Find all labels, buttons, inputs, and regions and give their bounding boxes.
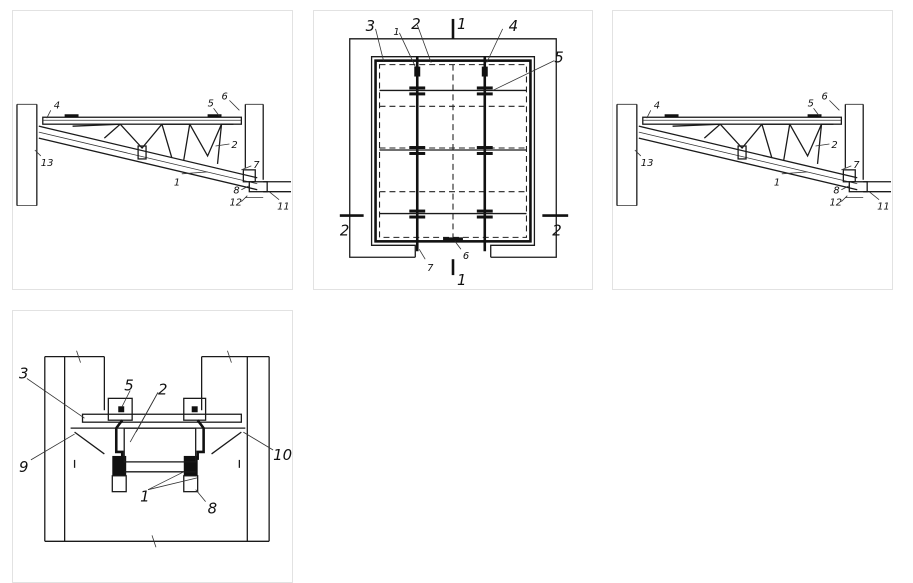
- right-wall: [844, 103, 864, 180]
- right-wall: [244, 103, 264, 180]
- top-platform: [642, 114, 843, 125]
- label-3: 3: [19, 365, 28, 383]
- section-mark-1-bottom: 1: [457, 271, 466, 289]
- label-7: 7: [853, 160, 860, 171]
- truss: [72, 123, 234, 164]
- plan-view-panel: 3 1 2 4 5 6 7 1 1 2 2: [313, 10, 593, 290]
- plan-view-drawing: 3 1 2 4 5 6 7 1 1 2 2: [339, 15, 569, 289]
- label-2: 2: [411, 15, 420, 33]
- label-13: 13: [641, 158, 654, 169]
- hanging-beams: [107, 397, 207, 493]
- leaders: [26, 378, 274, 502]
- label-1: 1: [140, 488, 149, 506]
- label-5: 5: [124, 376, 133, 394]
- label-8: 8: [833, 186, 839, 197]
- support-blocks: [842, 169, 892, 199]
- support-blocks: [242, 169, 292, 199]
- inclined-beam: [638, 125, 858, 191]
- section-mark-1-top: 1: [457, 15, 466, 33]
- label-5: 5: [554, 49, 563, 67]
- callouts: 4 5 6 2 7 1 8 12 11 13: [41, 91, 290, 212]
- label-12: 12: [229, 198, 242, 209]
- side-elevation-drawing: 4 5 6 2 7 1 8 12 11 13: [16, 91, 292, 213]
- platform-frame: [374, 59, 532, 243]
- label-3: 3: [366, 17, 375, 35]
- top-platform: [42, 114, 243, 125]
- label-2: 2: [831, 140, 837, 151]
- truss: [672, 123, 834, 164]
- label-4: 4: [509, 17, 518, 35]
- label-1: 1: [393, 27, 399, 38]
- leaders: [375, 24, 555, 260]
- left-wall: [616, 103, 638, 206]
- label-6: 6: [222, 91, 228, 102]
- label-11: 11: [877, 202, 890, 213]
- label-2: 2: [158, 380, 167, 398]
- label-10: 10: [273, 446, 292, 464]
- label-7: 7: [427, 263, 434, 274]
- label-6: 6: [822, 91, 828, 102]
- label-5: 5: [808, 98, 814, 109]
- inclined-beam: [38, 125, 258, 191]
- label-11: 11: [277, 202, 290, 213]
- label-8: 8: [208, 500, 217, 518]
- beam-clamps: [409, 66, 493, 241]
- cross-section-panel: 3 5 2 9 10 1 8: [12, 310, 293, 583]
- shaft-walls: [44, 350, 270, 548]
- left-wall: [16, 103, 38, 206]
- label-2: 2: [231, 140, 237, 151]
- label-12: 12: [829, 198, 842, 209]
- side-elevation-panel-left: 4 5 6 2 7 1 8 12 11 13: [12, 10, 293, 290]
- label-4: 4: [654, 100, 660, 111]
- callouts: 3 5 2 9 10 1 8: [19, 365, 292, 518]
- label-9: 9: [19, 458, 28, 476]
- label-13: 13: [41, 158, 54, 169]
- label-8: 8: [233, 186, 239, 197]
- label-4: 4: [54, 100, 60, 111]
- leaders: [634, 100, 880, 202]
- cross-section-drawing: 3 5 2 9 10 1 8: [19, 350, 292, 548]
- label-1: 1: [774, 178, 780, 189]
- label-6: 6: [463, 251, 469, 262]
- side-elevation-panel-right: 4 5 6 2 7 1 8 12 11 13: [612, 10, 893, 290]
- side-elevation-drawing-copy: 4 5 6 2 7 1 8 12 11 13: [616, 91, 892, 213]
- leaders: [34, 100, 280, 202]
- section-marks: [339, 18, 569, 276]
- platform: [70, 413, 246, 468]
- label-5: 5: [208, 98, 214, 109]
- callouts: 4 5 6 2 7 1 8 12 11 13: [641, 91, 890, 212]
- section-mark-2-right: 2: [552, 221, 561, 239]
- label-7: 7: [253, 160, 260, 171]
- label-1: 1: [174, 178, 180, 189]
- callouts: 3 1 2 4 5 6 7 1 1 2 2: [340, 15, 564, 289]
- section-mark-2-left: 2: [340, 221, 349, 239]
